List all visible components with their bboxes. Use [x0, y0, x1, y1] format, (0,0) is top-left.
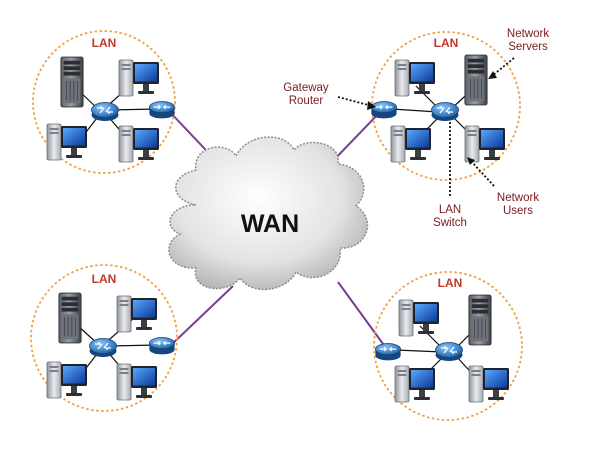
desktop-computer-icon — [46, 361, 88, 399]
callout-arrowheads — [367, 71, 497, 165]
callout-network-users-line1: Network — [497, 192, 539, 204]
desktop-computer-icon — [394, 59, 436, 97]
desktop-computer-icon — [116, 295, 158, 333]
callout-lan-switch: LAN Switch — [433, 204, 467, 229]
lan-boundary — [30, 264, 178, 412]
lan-bottom-right: LAN — [373, 271, 523, 421]
wan-cloud: WAN — [168, 136, 369, 291]
lan-boundary — [373, 271, 523, 421]
cloud-icon — [168, 136, 369, 291]
lan-boundary — [32, 30, 176, 174]
lan-top-left: LAN — [32, 30, 176, 174]
router-icon — [148, 336, 176, 355]
lan-label: LAN — [92, 36, 117, 50]
callout-gateway-router: Gateway Router — [283, 82, 329, 107]
lan-label: LAN — [92, 272, 117, 286]
lan-label: LAN — [434, 36, 459, 50]
desktop-computer-icon — [118, 125, 160, 163]
server-tower-icon — [60, 56, 84, 108]
desktop-computer-icon — [398, 299, 440, 337]
router-icon — [370, 100, 398, 119]
callout-gateway-router-line1: Gateway — [283, 82, 329, 94]
switch-icon — [434, 341, 464, 362]
router-icon — [374, 342, 402, 361]
desktop-computer-icon — [390, 125, 432, 163]
callout-gateway-router-line2: Router — [289, 95, 324, 107]
callout-network-servers-line1: Network — [507, 28, 549, 40]
lan-label: LAN — [438, 276, 463, 290]
router-icon — [148, 100, 176, 119]
wan-label: WAN — [241, 210, 299, 238]
callout-network-users: Network Users — [497, 192, 539, 217]
callout-lan-switch-line2: Switch — [433, 217, 467, 229]
lan-top-right: LAN Gateway Router — [283, 28, 549, 229]
server-tower-icon — [468, 294, 492, 346]
desktop-computer-icon — [46, 123, 88, 161]
wan-link-bottom-left — [167, 285, 234, 349]
switch-icon — [430, 101, 460, 122]
lan-bottom-left: LAN — [30, 264, 178, 412]
callout-pointers — [337, 57, 515, 196]
server-tower-icon — [58, 292, 82, 344]
callout-network-users-line2: Users — [503, 205, 533, 217]
desktop-computer-icon — [118, 59, 160, 97]
switch-icon — [90, 101, 120, 122]
server-tower-icon — [464, 54, 488, 106]
desktop-computer-icon — [116, 363, 158, 401]
wan-link-bottom-right — [337, 281, 387, 349]
callout-network-servers: Network Servers — [507, 28, 549, 53]
callout-network-servers-line2: Servers — [508, 41, 548, 53]
switch-icon — [88, 337, 118, 358]
callout-lan-switch-line1: LAN — [439, 204, 461, 216]
desktop-computer-icon — [468, 365, 510, 403]
wan-link-top-right — [329, 109, 383, 165]
desktop-computer-icon — [394, 365, 436, 403]
